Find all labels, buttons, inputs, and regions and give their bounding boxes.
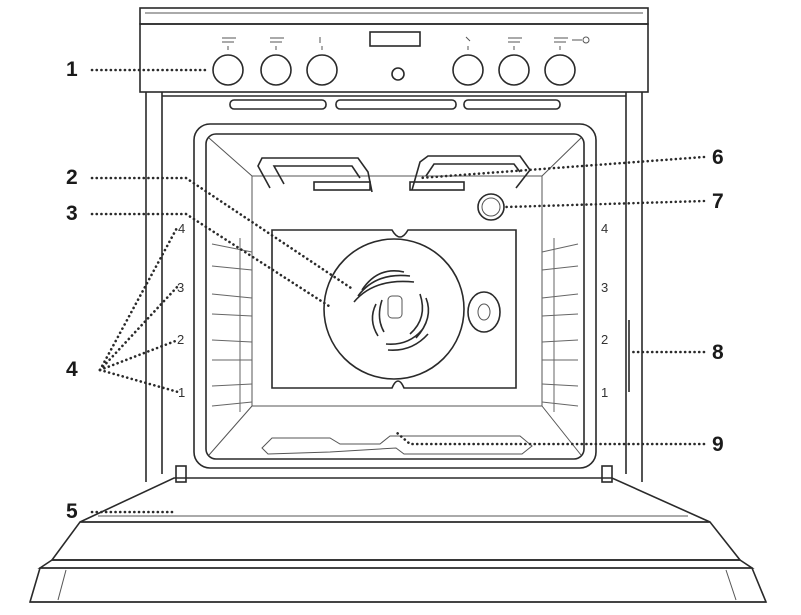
shelf-level-right-4: 4 bbox=[601, 221, 608, 236]
callout-8: 8 bbox=[712, 341, 724, 364]
leader-lines bbox=[90, 68, 706, 514]
callout-6: 6 bbox=[712, 146, 724, 169]
callout-2: 2 bbox=[66, 166, 78, 189]
shelf-level-left-1: 1 bbox=[178, 385, 185, 400]
callout-5: 5 bbox=[66, 500, 78, 523]
callout-3: 3 bbox=[66, 202, 78, 225]
knob-6[interactable] bbox=[544, 54, 576, 86]
indicator-light bbox=[391, 67, 405, 81]
callout-4: 4 bbox=[66, 358, 78, 381]
shelf-level-left-4: 4 bbox=[178, 221, 185, 236]
oven-door bbox=[28, 465, 768, 603]
fan-icon bbox=[353, 270, 430, 351]
callout-1: 1 bbox=[66, 58, 78, 81]
fan-cover bbox=[323, 238, 465, 380]
shelf-level-left-3: 3 bbox=[177, 280, 184, 295]
shelf-labels-right: 4 3 2 1 bbox=[601, 221, 608, 400]
callout-numbers: 1 2 3 4 5 6 7 8 9 bbox=[66, 58, 724, 523]
knob-markings bbox=[222, 36, 590, 50]
knob-4[interactable] bbox=[452, 54, 484, 86]
shelf-level-left-2: 2 bbox=[177, 332, 184, 347]
oven-body bbox=[145, 92, 643, 482]
fan-vent bbox=[467, 291, 501, 333]
knob-1[interactable] bbox=[212, 54, 244, 86]
shelf-level-right-1: 1 bbox=[601, 385, 608, 400]
bottom-element bbox=[261, 435, 533, 455]
callout-9: 9 bbox=[712, 433, 724, 456]
shelf-guides-right bbox=[541, 238, 579, 412]
shelf-guides-left bbox=[211, 238, 253, 412]
fan-panel bbox=[271, 229, 517, 389]
knob-5[interactable] bbox=[498, 54, 530, 86]
grill-element bbox=[257, 155, 531, 193]
callout-7: 7 bbox=[712, 190, 724, 213]
control-panel bbox=[139, 7, 649, 93]
shelf-labels-left: 4 3 2 1 bbox=[177, 221, 185, 400]
shelf-level-right-3: 3 bbox=[601, 280, 608, 295]
knob-3[interactable] bbox=[306, 54, 338, 86]
shelf-level-right-2: 2 bbox=[601, 332, 608, 347]
display-window bbox=[369, 31, 421, 47]
oven-lamp-icon bbox=[477, 193, 505, 221]
knob-2[interactable] bbox=[260, 54, 292, 86]
